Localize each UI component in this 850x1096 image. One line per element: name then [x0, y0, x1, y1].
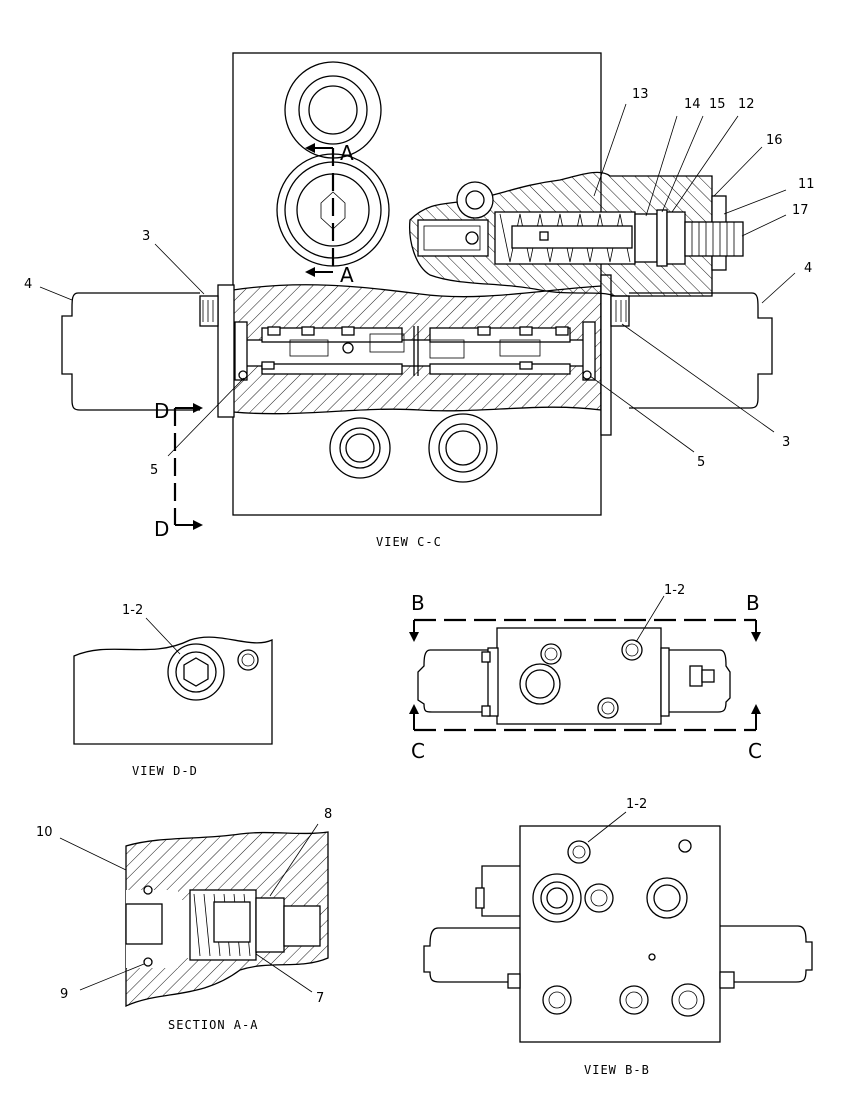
adjusting-screw — [684, 221, 744, 257]
view-bb: 1-2 VIEW B-B — [423, 797, 813, 1077]
callout-14: 14 — [684, 97, 701, 112]
callout-8: 8 — [324, 807, 332, 822]
section-letter-c-right: C — [748, 739, 762, 763]
callout-13: 13 — [632, 87, 649, 102]
callout-17: 17 — [792, 203, 809, 218]
callout-12: 12 — [738, 97, 755, 112]
solenoid-right — [629, 292, 773, 409]
callout-10: 10 — [36, 825, 53, 840]
end-cap-left — [234, 321, 248, 381]
section-aa-caption: SECTION A-A — [168, 1018, 258, 1032]
callout-4-left: 4 — [24, 277, 32, 292]
view-dd: 1-2 VIEW D-D — [73, 603, 273, 778]
callout-7: 7 — [316, 991, 324, 1006]
view-bb-body — [519, 825, 721, 1043]
top-view: B B C C 1-2 — [409, 583, 762, 763]
callout-3-left: 3 — [142, 229, 150, 244]
callout-3-right: 3 — [782, 435, 790, 450]
view-cc: A A — [24, 52, 815, 549]
lower-ports — [329, 413, 498, 483]
view-bb-caption: VIEW B-B — [584, 1063, 650, 1077]
section-aa: 10 9 8 7 SECTION A-A — [36, 807, 332, 1032]
upper-port — [284, 61, 382, 159]
callout-5-right: 5 — [697, 455, 705, 470]
section-a-cutline — [305, 143, 335, 277]
callout-5-left: 5 — [150, 463, 158, 478]
section-letter-b-right: B — [746, 591, 760, 615]
callout-15: 15 — [709, 97, 726, 112]
view-cc-caption: VIEW C-C — [376, 535, 442, 549]
section-letter-d-bottom: D — [154, 517, 169, 541]
section-letter-b-left: B — [411, 591, 425, 615]
view-dd-outline — [73, 636, 273, 745]
section-d-cutline — [173, 403, 203, 530]
callout-1-2-top-view: 1-2 — [664, 583, 685, 598]
section-letter-a-bottom: A — [340, 263, 354, 287]
callout-1-2-view-dd: 1-2 — [122, 603, 143, 618]
end-cap-right — [582, 321, 596, 381]
view-dd-caption: VIEW D-D — [132, 764, 198, 778]
callout-4-right: 4 — [804, 261, 812, 276]
callout-11: 11 — [798, 177, 815, 192]
adapter-plate-left — [217, 284, 235, 418]
callout-1-2-view-bb: 1-2 — [626, 797, 647, 812]
solenoid-left — [61, 292, 200, 411]
callout-16: 16 — [766, 133, 783, 148]
section-letter-c-left: C — [411, 739, 425, 763]
adapter-plate-right — [600, 274, 612, 436]
callout-9: 9 — [60, 987, 68, 1002]
relief-spring — [494, 211, 636, 265]
section-letter-d-top: D — [154, 399, 169, 423]
section-letter-a-top: A — [340, 141, 354, 165]
